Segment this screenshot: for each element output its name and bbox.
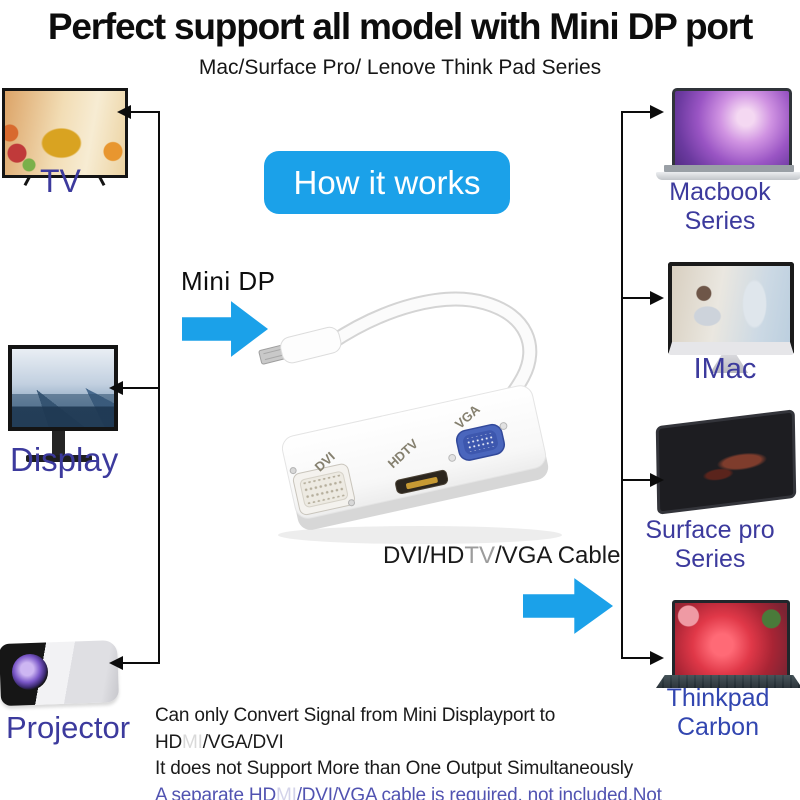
macbook-label: Macbook Series — [669, 178, 771, 235]
tv-branch-line — [130, 111, 160, 113]
projector-lens — [12, 654, 48, 690]
display-arrowhead-icon — [109, 381, 123, 395]
footnote-line3-text: A separate HD — [155, 784, 276, 800]
surface-branch-line — [623, 479, 652, 481]
thinkpad-arrowhead-icon — [650, 651, 664, 665]
thinkpad-base — [656, 675, 800, 688]
page-title: Perfect support all model with Mini DP p… — [47, 6, 753, 47]
imac-branch-line — [623, 297, 652, 299]
how-it-works-button[interactable]: How it works — [264, 151, 510, 214]
screw-icon — [499, 422, 508, 430]
mini-dp-label: Mini DP — [181, 266, 276, 296]
page-subtitle: Mac/Surface Pro/ Lenove Think Pad Series — [198, 56, 602, 79]
right-trunk-line — [621, 111, 623, 659]
display-label: Display — [10, 441, 119, 478]
footnote-line3: A separate HDMI/DVI/VGA cable is require… — [155, 783, 665, 800]
mini-dp-plug — [258, 326, 342, 365]
monitor-stand — [52, 431, 65, 455]
adapter-body: DVI HDTV VGA — [281, 385, 549, 530]
tv-image — [2, 88, 128, 178]
screw-icon — [289, 467, 297, 475]
footnote-line1: Can only Convert Signal from Mini Displa… — [155, 703, 665, 756]
footnote-line3-faded: MI — [275, 784, 297, 800]
projector-arrowhead-icon — [109, 656, 123, 670]
dvi-port — [292, 463, 355, 516]
macbook-base — [656, 172, 800, 180]
macbook-arrowhead-icon — [650, 105, 664, 119]
projector-label: Projector — [6, 710, 131, 745]
footnote-line1-text2: /VGA/DVI — [202, 731, 284, 753]
monitor-base — [26, 455, 92, 462]
tv-label: TV — [40, 163, 81, 199]
footnote-line1-faded: MI — [182, 731, 203, 753]
surface-label: Surface pro Series — [645, 516, 775, 573]
macbook-branch-line — [623, 111, 652, 113]
adapter-shadow — [278, 526, 562, 544]
imac-label: IMac — [693, 353, 757, 385]
footnote-line3-text2: /DVI/VGA cable is required, not included… — [296, 784, 662, 800]
cable-caption-faded: TV — [464, 542, 496, 569]
display-monitor-image — [8, 345, 118, 431]
cable-arrow-icon — [523, 578, 613, 634]
hdtv-port — [395, 469, 449, 495]
cable-caption: DVI/HDTV/VGA Cable — [383, 542, 620, 570]
tv-arrowhead-icon — [117, 105, 131, 119]
vga-port — [455, 423, 506, 461]
screw-icon — [448, 453, 457, 462]
imac-arrowhead-icon — [650, 291, 664, 305]
screw-icon — [347, 499, 355, 507]
projector-branch-line — [122, 662, 160, 664]
macbook-image — [672, 88, 792, 168]
adapter-cable — [323, 291, 538, 413]
imac-stand — [710, 355, 748, 373]
footnote-line1-text: Can only Convert Signal from Mini Displa… — [155, 705, 556, 753]
footnote-line2: It does not Support More than One Output… — [155, 758, 634, 779]
thinkpad-label: Thinkpad Carbon — [666, 684, 770, 741]
thinkpad-image — [672, 600, 790, 678]
surface-image — [655, 409, 797, 515]
surface-arrowhead-icon — [650, 473, 664, 487]
cable-caption-pre: DVI/HD — [383, 542, 465, 569]
display-branch-line — [122, 387, 160, 389]
imac-image — [668, 262, 794, 355]
adapter-product-image: DVI HDTV VGA — [258, 291, 562, 544]
footnotes: Can only Convert Signal from Mini Displa… — [155, 703, 665, 800]
macbook-keyboard — [664, 165, 794, 172]
cable-caption-post: /VGA Cable — [495, 542, 621, 569]
thinkpad-branch-line — [623, 657, 652, 659]
